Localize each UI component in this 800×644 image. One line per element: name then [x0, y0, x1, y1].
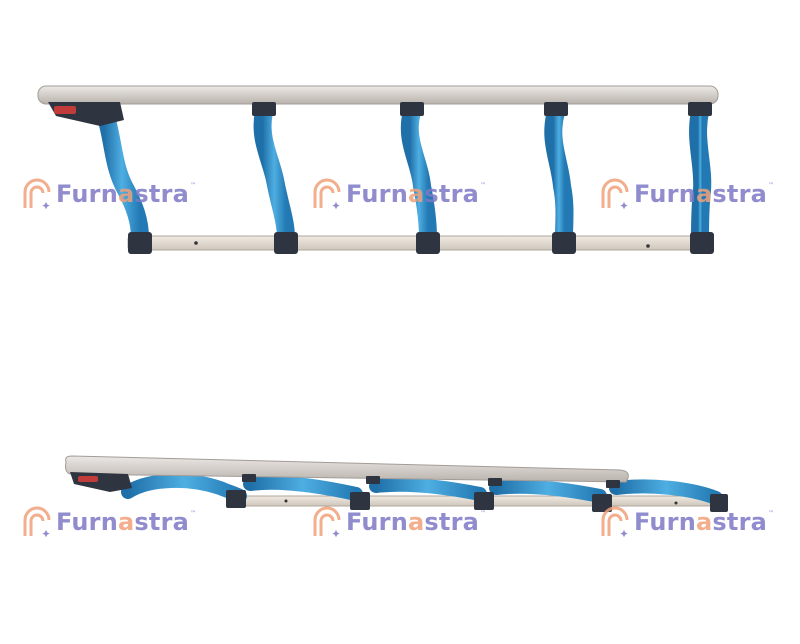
brand-name: Furnastra: [634, 508, 768, 536]
support-bar: [689, 103, 712, 247]
rainbow-arch-icon: [23, 506, 51, 538]
watermark-logo: Furnastra ™: [600, 176, 774, 212]
support-bar: [609, 479, 723, 505]
support-bar: [544, 103, 574, 247]
watermark-logo: Furnastra ™: [22, 504, 196, 540]
support-bar: [253, 103, 295, 247]
brand-name: Furnastra: [346, 180, 480, 208]
rainbow-arch-icon: [23, 178, 51, 210]
support-bar: [400, 103, 437, 247]
bracket: [592, 494, 612, 512]
bracket: [274, 232, 298, 254]
support-bar: [121, 474, 247, 503]
brand-name: Furnastra: [56, 180, 190, 208]
rainbow-arch-icon: [313, 178, 341, 210]
brand-name: Furnastra: [346, 508, 480, 536]
trademark: ™: [768, 510, 775, 517]
top-handrail: [65, 455, 629, 483]
support-bar: [95, 101, 149, 247]
top-handrail: [37, 85, 719, 105]
trademark: ™: [190, 182, 197, 189]
bracket: [544, 102, 568, 116]
bracket: [252, 102, 276, 116]
bracket: [226, 490, 246, 508]
bracket: [690, 232, 714, 254]
brand-name: Furnastra: [56, 508, 190, 536]
watermark-logo: Furnastra ™: [22, 176, 196, 212]
bracket: [128, 232, 152, 254]
watermark-logo: Furnastra ™: [312, 176, 486, 212]
bracket: [416, 232, 440, 254]
end-lock-mechanism: [70, 472, 132, 492]
rainbow-arch-icon: [601, 506, 629, 538]
bracket: [474, 492, 494, 510]
rainbow-arch-icon: [313, 506, 341, 538]
trademark: ™: [190, 510, 197, 517]
trademark: ™: [480, 182, 487, 189]
support-bar: [369, 477, 487, 501]
bracket: [552, 232, 576, 254]
brand-name: Furnastra: [634, 180, 768, 208]
bracket: [688, 102, 712, 116]
support-bar: [489, 479, 607, 503]
watermark-logo: Furnastra ™: [312, 504, 486, 540]
bracket: [350, 492, 370, 510]
bracket: [400, 102, 424, 116]
support-bar: [243, 475, 363, 501]
trademark: ™: [768, 182, 775, 189]
trademark: ™: [480, 510, 487, 517]
bed-rail-folded: [65, 455, 728, 512]
watermark-logo: Furnastra ™: [600, 504, 774, 540]
bracket: [710, 494, 728, 512]
bed-rail-upright: [37, 85, 719, 254]
rainbow-arch-icon: [601, 178, 629, 210]
